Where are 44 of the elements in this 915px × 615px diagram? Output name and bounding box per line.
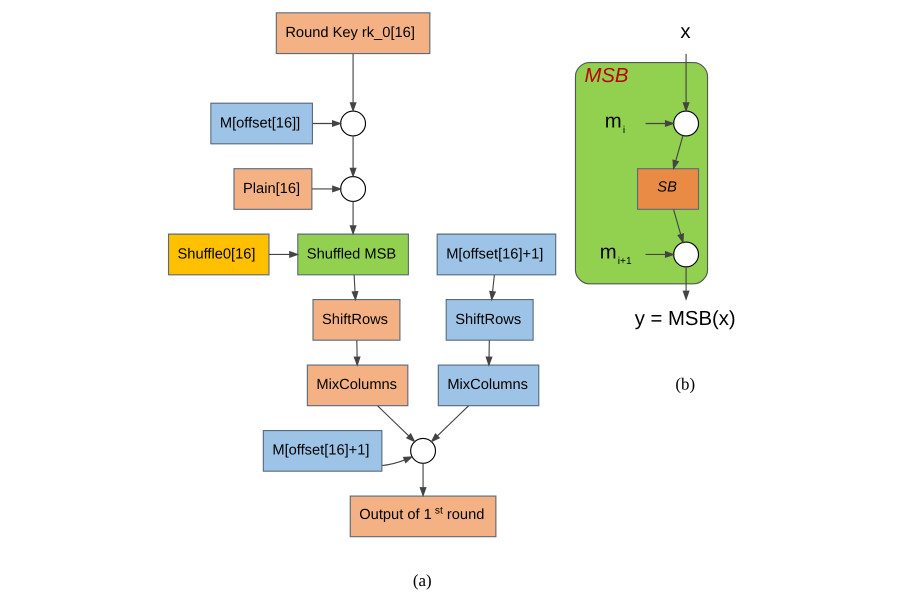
- arrow: [269, 250, 300, 258]
- node-box: Shuffled MSB: [297, 234, 409, 276]
- node-circle: [673, 110, 700, 136]
- node-circle: [340, 110, 366, 136]
- node-box: Shuffle0[16]: [168, 234, 270, 276]
- arrow: [377, 405, 416, 443]
- node-circle: [340, 176, 366, 202]
- node-circle: [410, 438, 436, 464]
- node-box: Output of 1$^{st}$ round: [350, 495, 496, 538]
- arrow: [673, 209, 684, 244]
- arrow: [350, 136, 357, 178]
- arrow: [646, 120, 676, 128]
- arrow: [350, 54, 357, 112]
- node-box: M[offset[16]+1]: [436, 234, 556, 276]
- arrow: [682, 266, 690, 301]
- arrow: [682, 54, 690, 112]
- node-box: ShiftRows: [446, 299, 534, 341]
- node-box: Plain[16]: [233, 168, 312, 210]
- arrow: [646, 250, 676, 258]
- node-text: x: [680, 21, 691, 44]
- label: (a): [412, 570, 432, 590]
- node-text: m$_{i}$: [604, 110, 626, 136]
- arrow: [382, 456, 414, 466]
- arrow: [312, 185, 342, 193]
- node-box: SB: [636, 168, 700, 210]
- arrow: [350, 201, 357, 236]
- arrow: [485, 340, 493, 367]
- arrow: [430, 405, 469, 443]
- label: (b): [675, 374, 696, 394]
- node-text: m$_{i+1}$: [600, 241, 632, 267]
- node-text: y = MSB(x): [634, 308, 736, 330]
- node-box: Round Key rk_0[16]: [276, 12, 430, 54]
- arrow: [312, 120, 342, 128]
- arrow: [420, 463, 427, 498]
- node-box: ShiftRows: [312, 299, 400, 341]
- arrow: [351, 274, 359, 302]
- node-box: MixColumns: [306, 364, 408, 406]
- node-box: M[offset[16]+1]: [262, 430, 382, 472]
- arrow: [354, 340, 361, 367]
- node-box: MixColumns: [438, 364, 540, 406]
- arrow: [489, 274, 496, 302]
- node-circle: [673, 241, 700, 268]
- node-box: M[offset[16]]: [210, 102, 313, 144]
- arrow: [672, 135, 684, 170]
